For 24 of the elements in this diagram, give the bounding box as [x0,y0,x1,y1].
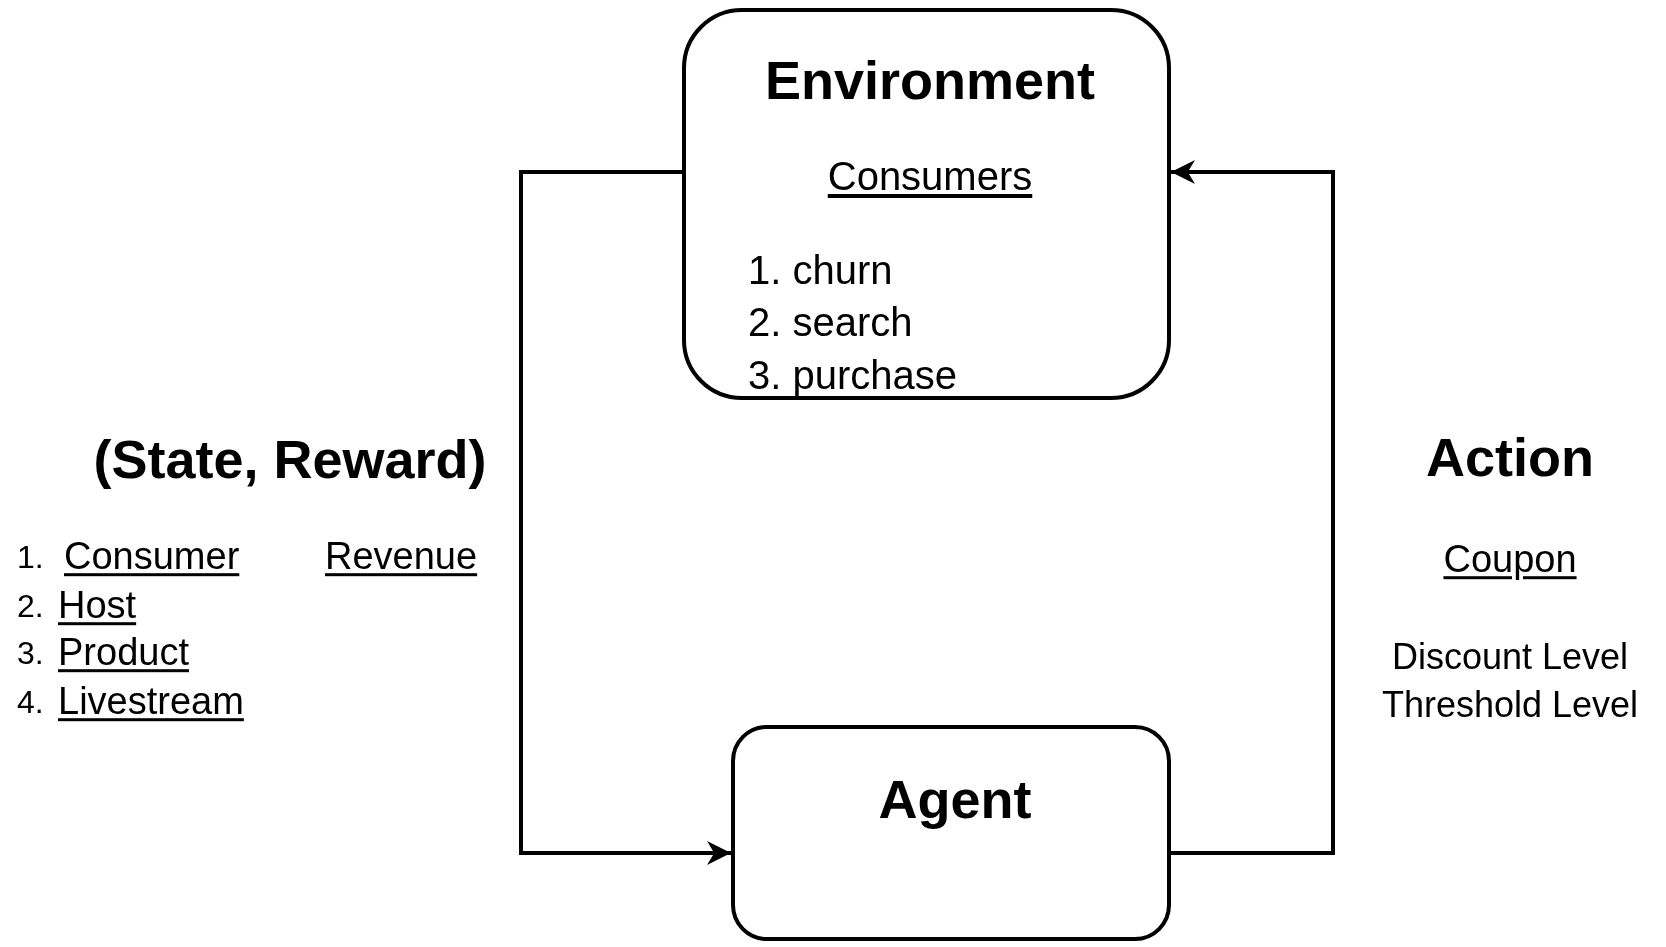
list-number: 1. [17,537,44,577]
heading: (State, Reward) [93,427,487,491]
agent-box [731,725,1171,941]
environment-box [682,8,1171,400]
heading: Action [1426,425,1594,489]
underlined-label: Livestream [58,679,244,725]
underlined-label: Host [58,583,137,629]
list-item: 2. search [748,299,913,346]
node-title: Agent [878,767,1032,831]
list-item: 1. churn [748,247,893,294]
arrow [519,170,731,865]
underlined-label: Coupon [1443,537,1577,583]
label: Threshold Level [1381,683,1639,727]
list-number: 4. [17,682,44,722]
underlined-label: Revenue [325,534,478,580]
underlined-label: Product [58,630,189,676]
node-title: Environment [765,48,1095,112]
list-number: 3. [17,633,44,673]
node-subtitle: Consumers [827,153,1033,200]
underlined-label: Consumer [64,534,240,580]
list-item: 3. purchase [748,352,958,399]
label: Discount Level [1391,635,1629,679]
list-number: 2. [17,586,44,626]
arrow [1171,160,1335,855]
